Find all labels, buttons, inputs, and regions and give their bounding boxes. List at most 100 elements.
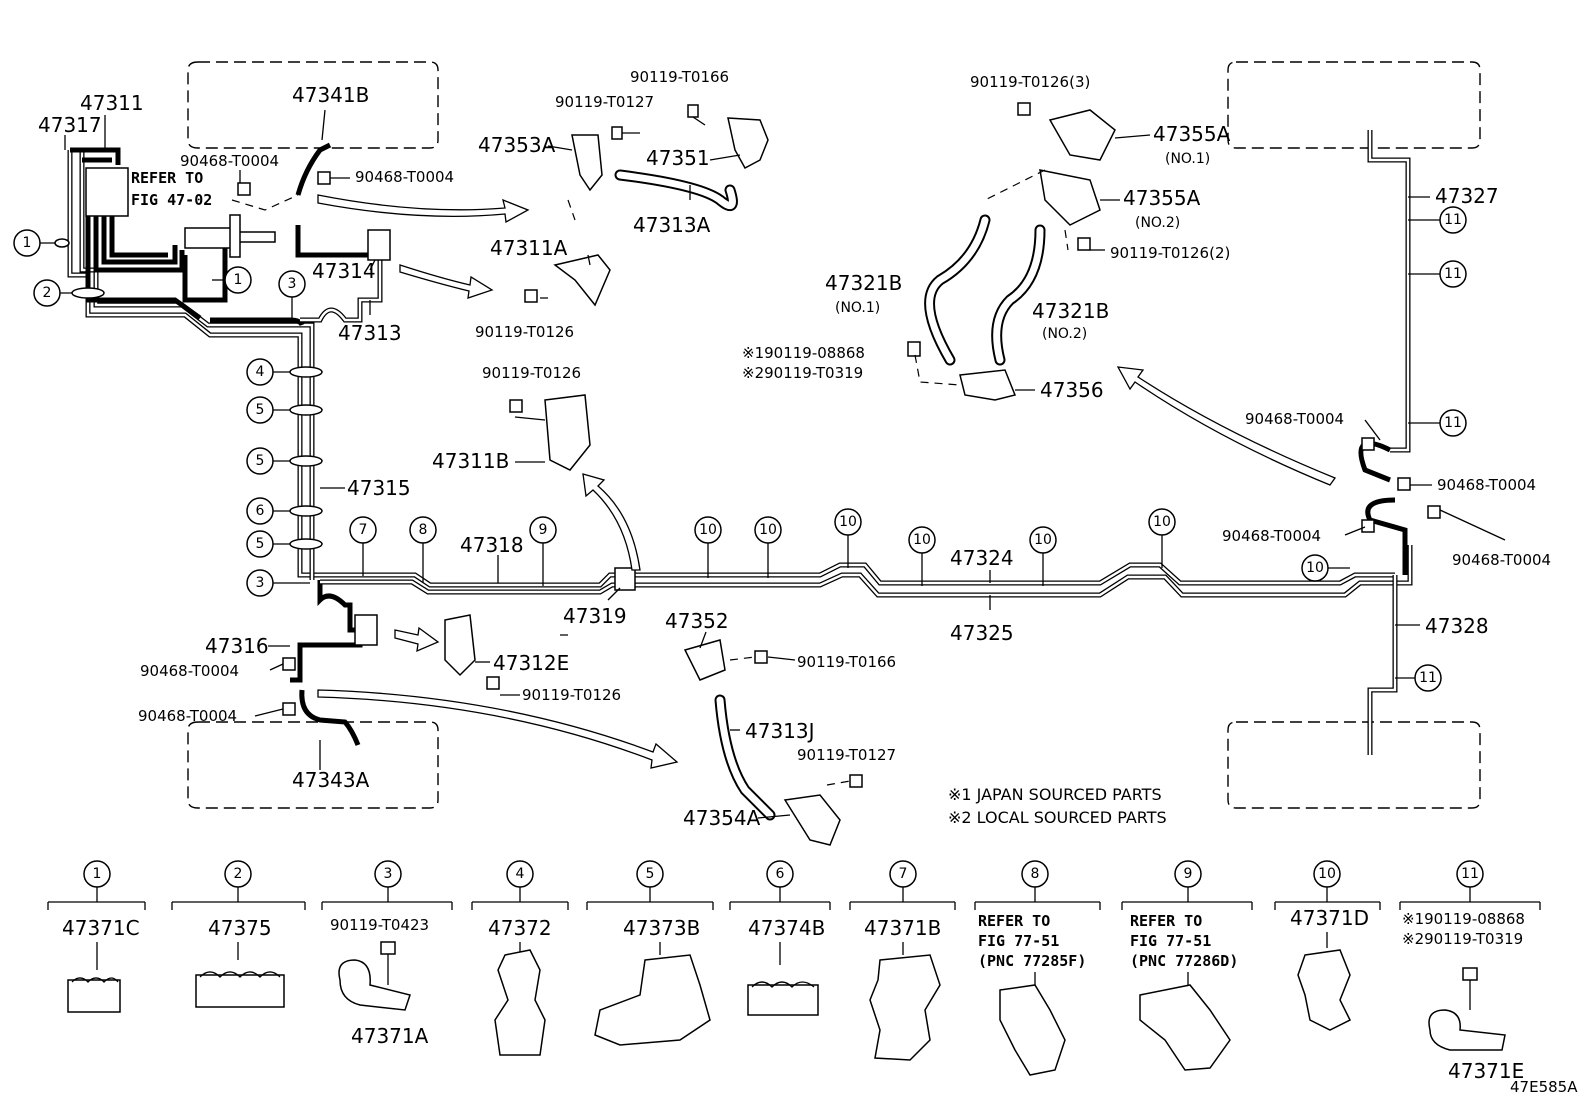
part-labels: 47311 47317 47341B 90468-T0004 90468-T00… bbox=[38, 68, 1578, 1096]
label-47325: 47325 bbox=[950, 621, 1014, 645]
arrow-to-47311a bbox=[399, 264, 494, 299]
svg-text:10: 10 bbox=[1306, 560, 1324, 576]
bracket-47352 bbox=[683, 639, 726, 681]
bracket-47351 bbox=[727, 117, 769, 170]
label-47315: 47315 bbox=[347, 476, 411, 500]
arrow-to-47312e bbox=[394, 626, 440, 653]
clamp-bubble: 3 bbox=[278, 270, 306, 318]
label-47311: 47311 bbox=[80, 91, 144, 115]
label-47354a: 47354A bbox=[683, 806, 761, 830]
bracket-47355a-no2 bbox=[1039, 169, 1101, 226]
label-90468-f: 90468-T0004 bbox=[1437, 476, 1536, 494]
bracket-47312e bbox=[444, 614, 476, 677]
tube-47328 bbox=[1367, 575, 1398, 755]
svg-text:3: 3 bbox=[256, 575, 265, 591]
legend-item-6: 6 47374B bbox=[729, 860, 831, 1016]
legend-item-10: 10 47371D bbox=[1274, 860, 1381, 1031]
clamp-bubble: 5 bbox=[246, 530, 323, 558]
brake-tube-bundle bbox=[67, 147, 383, 580]
label-47313: 47313 bbox=[338, 321, 402, 345]
dash-leader-355a bbox=[914, 169, 1069, 386]
tube-47341b bbox=[295, 225, 373, 258]
label-no2-a: (NO.2) bbox=[1135, 215, 1180, 231]
tube-47316 bbox=[290, 580, 363, 683]
label-90468-b: 90468-T0004 bbox=[355, 168, 454, 186]
svg-text:7: 7 bbox=[359, 522, 368, 538]
svg-text:4: 4 bbox=[256, 364, 265, 380]
clamp-bubble: 11 bbox=[1408, 409, 1467, 437]
clip-90468-f bbox=[1397, 477, 1411, 491]
label-90119-t0126-2: 90119-T0126(2) bbox=[1110, 244, 1230, 262]
label-47311a: 47311A bbox=[490, 236, 568, 260]
svg-text:11: 11 bbox=[1444, 266, 1462, 282]
label-no1-a: (NO.1) bbox=[1165, 151, 1210, 167]
label-47341b: 47341B bbox=[292, 83, 369, 107]
bolt-90119-t0127-a bbox=[611, 126, 640, 140]
clamp-bubble: 1 bbox=[13, 229, 70, 257]
master-cylinder-block bbox=[85, 167, 129, 217]
svg-text:47372: 47372 bbox=[488, 916, 552, 940]
clamp-bubble: 1 bbox=[212, 266, 252, 294]
clip-90468-h bbox=[1427, 505, 1441, 519]
svg-text:11: 11 bbox=[1419, 670, 1437, 686]
clamp-bubble: 2 bbox=[33, 279, 105, 307]
clamp-bubble: 7 bbox=[349, 516, 377, 576]
label-47311b: 47311B bbox=[432, 449, 509, 473]
svg-text:10: 10 bbox=[1318, 866, 1336, 882]
svg-text:10: 10 bbox=[699, 522, 717, 538]
bracket-47353a bbox=[571, 134, 603, 192]
dash-leader-top bbox=[231, 194, 299, 211]
bolt-90119-t0126-a bbox=[524, 289, 538, 303]
label-47356: 47356 bbox=[1040, 378, 1104, 402]
clamp-bubble: 11 bbox=[1408, 260, 1467, 288]
bolt-90119-t0127-b bbox=[849, 774, 863, 788]
svg-text:47375: 47375 bbox=[208, 916, 272, 940]
bolt-90119-t0126-e bbox=[486, 676, 500, 690]
label-90468-h: 90468-T0004 bbox=[1452, 551, 1551, 569]
clamp-bubble: 10 bbox=[1301, 554, 1350, 582]
label-47353a: 47353A bbox=[478, 133, 556, 157]
arrow-to-47313j bbox=[317, 689, 679, 769]
clamp-bubble: 10 bbox=[694, 516, 722, 578]
clip-90468-d bbox=[282, 702, 296, 716]
bracket-47356 bbox=[959, 369, 1017, 401]
clip-90468-e bbox=[1361, 437, 1375, 451]
bracket-47311a bbox=[553, 254, 611, 307]
legend-item-11: 11 ※190119-08868 ※290119-T0319 47371E bbox=[1399, 860, 1541, 1083]
clip-90468-b bbox=[317, 171, 331, 185]
bolt-90119-t0166-b bbox=[754, 650, 768, 664]
svg-text:11: 11 bbox=[1444, 212, 1462, 228]
bolt-90119-t0166-a bbox=[687, 104, 706, 126]
label-star2-t0319: ※290119-T0319 bbox=[742, 364, 863, 382]
label-47313j: 47313J bbox=[745, 719, 815, 743]
svg-text:10: 10 bbox=[913, 532, 931, 548]
svg-text:8: 8 bbox=[419, 522, 428, 538]
svg-text:47371D: 47371D bbox=[1290, 906, 1369, 930]
clamp-bubble: 5 bbox=[246, 447, 323, 475]
connector-47314 bbox=[367, 229, 391, 261]
joint-47319 bbox=[614, 567, 636, 591]
clamp-bubble: 10 bbox=[754, 516, 782, 578]
label-refer-to: REFER TO bbox=[131, 169, 203, 187]
label-47313a: 47313A bbox=[633, 213, 711, 237]
svg-text:FIG 77-51: FIG 77-51 bbox=[1130, 932, 1211, 950]
label-star1-08868: ※190119-08868 bbox=[742, 344, 865, 362]
bracket-47355a-no1 bbox=[1048, 109, 1116, 161]
svg-text:1: 1 bbox=[93, 866, 102, 882]
svg-text:10: 10 bbox=[1034, 532, 1052, 548]
svg-text:47371A: 47371A bbox=[351, 1024, 429, 1048]
bracket-47354a bbox=[783, 794, 841, 846]
svg-text:7: 7 bbox=[899, 866, 908, 882]
clamp-bubble: 4 bbox=[246, 358, 323, 386]
clamp-bubble: 8 bbox=[409, 516, 437, 583]
label-90468-a: 90468-T0004 bbox=[180, 152, 279, 170]
label-90119-t0126-b: 90119-T0126 bbox=[482, 364, 581, 382]
label-90119-t0166-b: 90119-T0166 bbox=[797, 653, 896, 671]
note-local-sourced: ※2 LOCAL SOURCED PARTS bbox=[948, 808, 1167, 827]
ref-box-top-left bbox=[187, 61, 439, 149]
svg-text:※290119-T0319: ※290119-T0319 bbox=[1402, 930, 1523, 948]
svg-text:47373B: 47373B bbox=[623, 916, 700, 940]
arrow-to-47313a bbox=[317, 194, 530, 224]
label-47321b-no1: 47321B bbox=[825, 271, 902, 295]
svg-text:47371C: 47371C bbox=[62, 916, 140, 940]
